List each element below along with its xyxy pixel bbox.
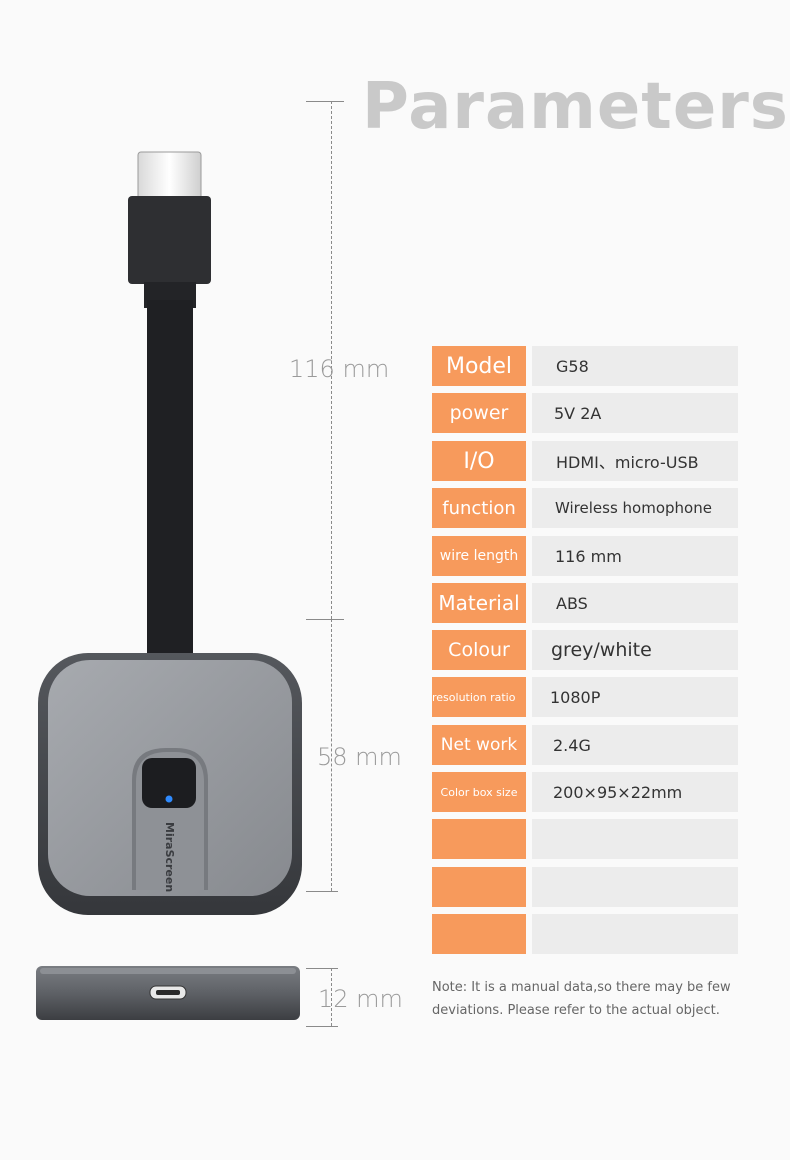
spec-key: Colour [432,630,526,670]
note-line-1: Note: It is a manual data,so there may b… [432,980,731,995]
spec-value: 2.4G [532,725,738,765]
dimension-tick [306,968,338,969]
width-label: 58 mm [317,743,402,771]
spec-key: resolution ratio [432,677,526,717]
spec-value [532,867,738,907]
spec-key: Color box size [432,772,526,812]
spec-row-empty [432,867,738,907]
spec-key: Model [432,346,526,386]
spec-value: Wireless homophone [532,488,738,528]
spec-key: power [432,393,526,433]
spec-key [432,867,526,907]
spec-key: Net work [432,725,526,765]
spec-value: ABS [532,583,738,623]
page-title: Parameters [362,70,789,144]
spec-key: Material [432,583,526,623]
spec-row-network: Net work 2.4G [432,725,738,765]
spec-value: G58 [532,346,738,386]
product-illustration: MiraScreen [36,151,302,1020]
width-dimension-line [331,619,332,891]
length-dimension-line [331,101,332,619]
power-button [142,758,196,808]
spec-value [532,914,738,954]
spec-row-material: Material ABS [432,583,738,623]
dimension-tick [306,101,344,102]
led-indicator [165,795,173,803]
spec-row-resolution: resolution ratio 1080P [432,677,738,717]
note-line-2: deviations. Please refer to the actual o… [432,1003,720,1018]
dimension-tick [306,891,338,892]
spec-value: 1080P [532,677,738,717]
spec-row-power: power 5V 2A [432,393,738,433]
spec-key: wire length [432,536,526,576]
spec-row-wire-length: wire length 116 mm [432,536,738,576]
spec-key [432,914,526,954]
spec-value: HDMI、micro-USB [532,441,738,481]
spec-row-empty [432,914,738,954]
brand-logo: MiraScreen [163,822,176,892]
spec-value: grey/white [532,630,738,670]
spec-row-io: I/O HDMI、micro-USB [432,441,738,481]
spec-value: 200×95×22mm [532,772,738,812]
hdmi-plug-metal [137,151,202,203]
height-label: 12 mm [318,985,403,1013]
spec-row-model: Model G58 [432,346,738,386]
spec-value [532,819,738,859]
spec-row-function: function Wireless homophone [432,488,738,528]
spec-value: 5V 2A [532,393,738,433]
dimension-tick [306,619,344,620]
length-label: 116 mm [289,355,390,383]
spec-row-color-box-size: Color box size 200×95×22mm [432,772,738,812]
spec-key [432,819,526,859]
spec-key: I/O [432,441,526,481]
dimension-tick [306,1026,338,1027]
flat-cable [147,300,193,660]
hdmi-housing [128,196,211,284]
spec-key: function [432,488,526,528]
spec-value: 116 mm [532,536,738,576]
height-dimension-line [331,968,332,1026]
spec-row-colour: Colour grey/white [432,630,738,670]
spec-row-empty [432,819,738,859]
note-text: Note: It is a manual data,so there may b… [432,976,732,1022]
